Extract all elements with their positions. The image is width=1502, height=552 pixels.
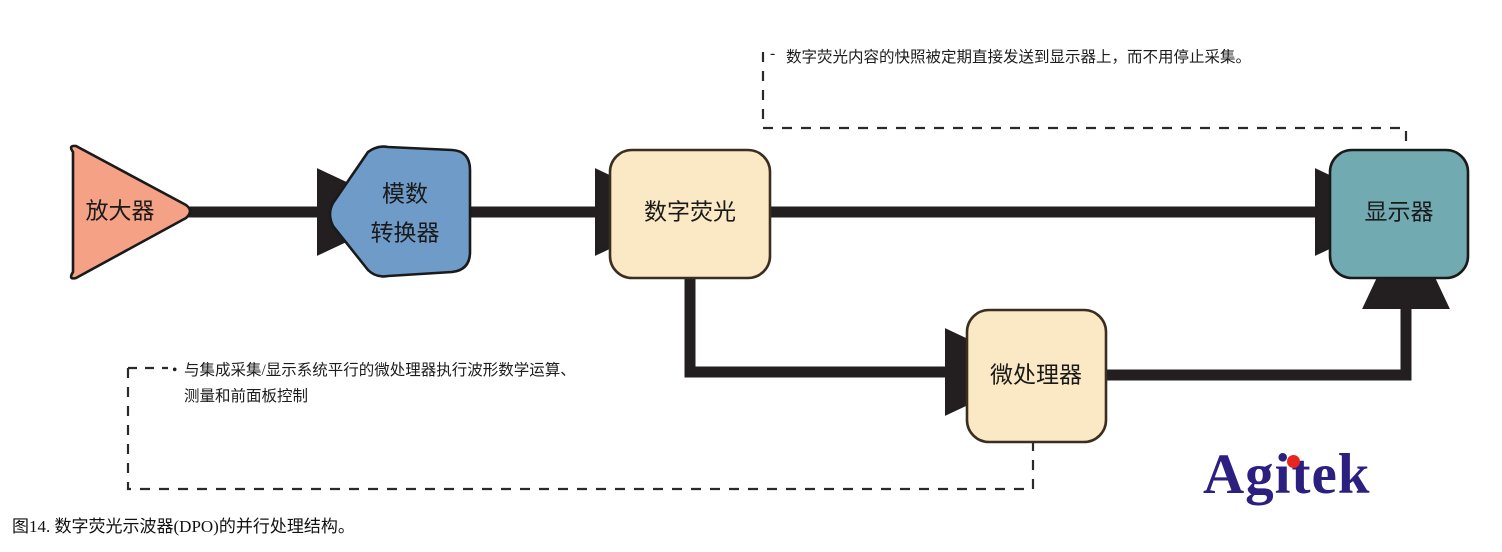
annotation-top-bullet: - [770, 45, 775, 62]
leader-bottom-dashed [126, 366, 1035, 491]
node-display-label: 显示器 [1365, 199, 1434, 224]
leader-top-dashed [761, 52, 1408, 150]
node-adc-label-line1: 模数 [382, 181, 428, 206]
annotation-top-text: 数字荧光内容的快照被定期直接发送到显示器上，而不用停止采集。 [786, 48, 1251, 66]
node-microprocessor-label: 微处理器 [990, 362, 1082, 387]
node-digital-phosphor-label: 数字荧光 [644, 199, 736, 224]
connector-digital-phosphor-to-microprocessor [684, 278, 1039, 416]
node-amplifier[interactable]: 放大器 [69, 144, 192, 280]
agitek-logo-text: Agitek [1203, 443, 1371, 506]
node-display[interactable]: 显示器 [1328, 148, 1470, 280]
node-digital-phosphor[interactable]: 数字荧光 [608, 148, 772, 280]
annotation-top: - 数字荧光内容的快照被定期直接发送到显示器上，而不用停止采集。 [770, 45, 1251, 66]
node-microprocessor[interactable]: 微处理器 [965, 308, 1108, 444]
annotation-bottom-bullet: • [172, 362, 177, 379]
node-adc-label-line2: 转换器 [371, 220, 440, 245]
agitek-logo: Agitek [1203, 446, 1370, 503]
connector-microprocessor-to-display [1106, 215, 1450, 381]
annotation-bottom: • 与集成采集/显示系统平行的微处理器执行波形数学运算、 测量和前面板控制 [172, 360, 576, 405]
node-adc[interactable]: 模数 转换器 [328, 145, 472, 278]
annotation-bottom-line2: 测量和前面板控制 [184, 387, 308, 405]
agitek-logo-dot-icon [1287, 455, 1300, 468]
node-amplifier-label: 放大器 [86, 198, 155, 223]
figure-caption: 图14. 数字荧光示波器(DPO)的并行处理结构。 [12, 517, 355, 536]
annotation-bottom-line1: 与集成采集/显示系统平行的微处理器执行波形数学运算、 [184, 360, 576, 379]
